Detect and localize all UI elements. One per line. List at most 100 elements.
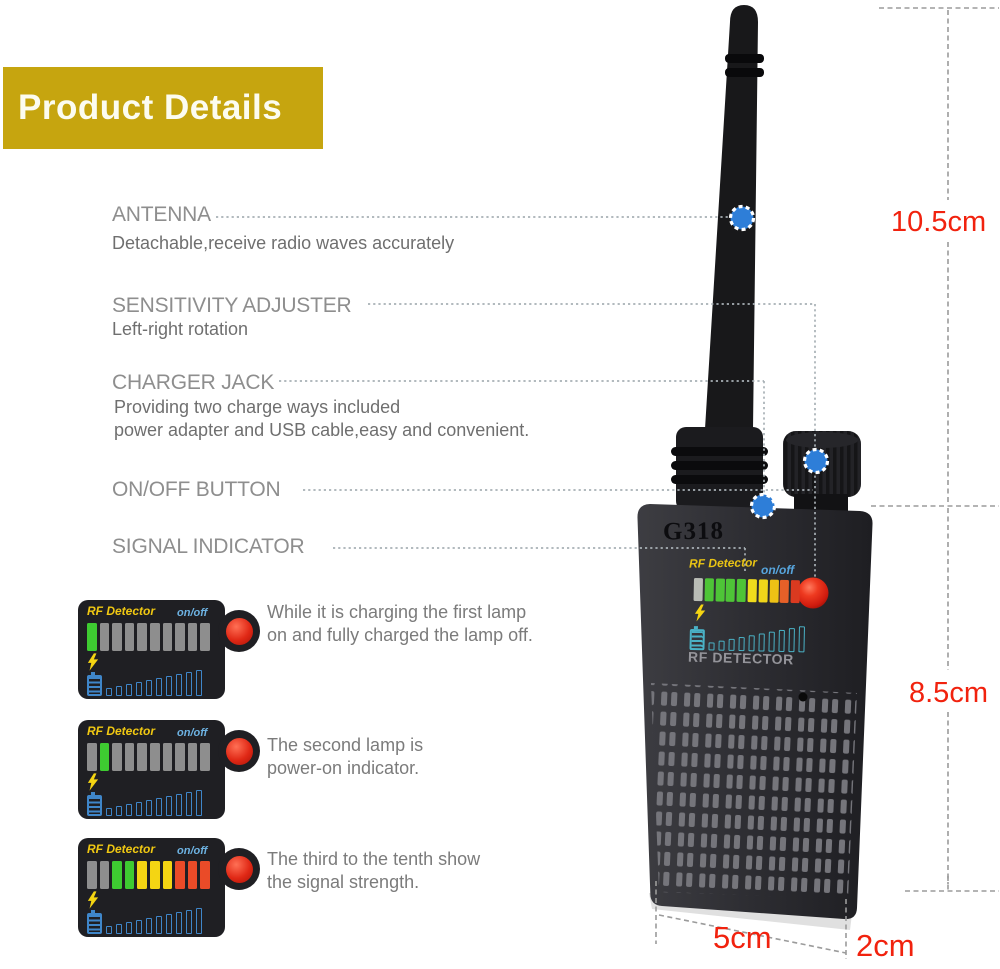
meter-steps bbox=[106, 670, 202, 696]
charger-jack-desc-line2: power adapter and USB cable,easy and con… bbox=[114, 420, 530, 440]
led-segment bbox=[149, 743, 160, 771]
meter-steps bbox=[106, 908, 202, 934]
meter-step bbox=[106, 808, 112, 816]
antenna-marker bbox=[728, 204, 756, 232]
device-front-label: RF DETECTOR bbox=[687, 648, 795, 668]
indicator-panel-charging: RF Detector on/off bbox=[78, 600, 260, 699]
led-segment bbox=[175, 861, 185, 889]
led-segment bbox=[200, 743, 210, 771]
meter-step bbox=[196, 908, 202, 934]
led-segment bbox=[736, 578, 747, 603]
led-segment bbox=[137, 743, 147, 771]
note-line: power-on indicator. bbox=[267, 758, 420, 778]
speaker-grille bbox=[651, 683, 857, 899]
led-segment bbox=[200, 623, 210, 651]
meter-steps bbox=[106, 790, 202, 816]
note-line: The second lamp is bbox=[267, 735, 424, 755]
charging-bolt-icon bbox=[87, 653, 99, 676]
led-segment bbox=[99, 743, 110, 771]
led-segment bbox=[187, 743, 198, 771]
dimension-body-height: 8.5cm bbox=[909, 677, 988, 709]
device-meter-steps bbox=[708, 624, 805, 653]
led-segment bbox=[149, 861, 160, 889]
meter-step bbox=[166, 914, 172, 934]
note-line: on and fully charged the lamp off. bbox=[267, 625, 533, 645]
meter-step bbox=[146, 918, 152, 934]
signal-indicator-label: SIGNAL INDICATOR bbox=[112, 535, 305, 558]
led-segment bbox=[769, 579, 779, 603]
banner-title: Product Details bbox=[18, 88, 283, 127]
led-segment bbox=[747, 579, 757, 603]
battery-icon bbox=[87, 672, 102, 696]
meter-step bbox=[176, 674, 182, 696]
meter-step bbox=[136, 682, 142, 696]
meter-step bbox=[166, 796, 172, 816]
led-segment bbox=[87, 861, 97, 889]
led-segment bbox=[187, 861, 198, 889]
panel-brand-text: RF Detector bbox=[87, 724, 156, 738]
product-details-banner: Product Details bbox=[3, 67, 323, 149]
device-led-bar bbox=[693, 578, 801, 604]
led-segment bbox=[693, 578, 703, 602]
led-segment bbox=[149, 623, 160, 651]
mic-hole bbox=[798, 692, 808, 702]
meter-step bbox=[156, 798, 162, 816]
note-line: The third to the tenth show bbox=[267, 849, 481, 869]
battery-icon bbox=[87, 792, 102, 816]
meter-step bbox=[748, 635, 755, 652]
battery-icon bbox=[87, 910, 102, 934]
device-charging-bolt-icon bbox=[694, 604, 706, 627]
led-segment bbox=[162, 623, 173, 651]
led-segment bbox=[175, 623, 185, 651]
charging-bolt-icon bbox=[87, 773, 99, 796]
led-segment bbox=[200, 861, 210, 889]
onoff-button-label: ON/OFF BUTTON bbox=[112, 478, 281, 501]
meter-step bbox=[116, 806, 122, 816]
device-battery-icon bbox=[689, 628, 705, 651]
meter-step bbox=[126, 684, 132, 696]
device-onoff-text: on/off bbox=[761, 563, 795, 577]
dimension-antenna-height: 10.5cm bbox=[891, 206, 987, 238]
battery-meter bbox=[87, 670, 202, 696]
note-power: The second lamp is power-on indicator. bbox=[267, 734, 423, 780]
battery-meter bbox=[87, 908, 202, 934]
meter-step bbox=[196, 670, 202, 696]
indicator-panel-signal: RF Detector on/off bbox=[78, 838, 260, 937]
meter-step bbox=[126, 804, 132, 816]
led-segment bbox=[187, 623, 198, 651]
panel-onoff-text: on/off bbox=[177, 727, 208, 739]
panel-led-bar bbox=[87, 623, 210, 651]
meter-step bbox=[176, 912, 182, 934]
led-segment bbox=[790, 580, 801, 604]
meter-step bbox=[196, 790, 202, 816]
led-segment bbox=[99, 861, 110, 889]
meter-step bbox=[146, 680, 152, 696]
sensitivity-knob bbox=[783, 431, 861, 514]
dimension-body-width: 5cm bbox=[713, 920, 772, 955]
antenna-desc: Detachable,receive radio waves accuratel… bbox=[112, 233, 455, 253]
panel-led-bar bbox=[87, 743, 210, 771]
note-line: the signal strength. bbox=[267, 872, 420, 892]
led-segment bbox=[124, 743, 135, 771]
meter-step bbox=[166, 676, 172, 696]
onoff-button bbox=[797, 577, 829, 609]
charging-bolt-icon bbox=[87, 891, 99, 914]
meter-step bbox=[156, 916, 162, 934]
meter-step bbox=[176, 794, 182, 816]
led-segment bbox=[112, 623, 122, 651]
led-segment bbox=[715, 578, 725, 602]
sensitivity-label: SENSITIVITY ADJUSTER bbox=[112, 294, 352, 317]
led-segment bbox=[779, 579, 790, 603]
led-segment bbox=[175, 743, 185, 771]
led-segment bbox=[87, 623, 97, 651]
antenna-label: ANTENNA bbox=[112, 203, 211, 226]
device-rf-detector-text: RF Detector bbox=[688, 555, 758, 571]
meter-step bbox=[156, 678, 162, 696]
charger-jack-desc-line1: Providing two charge ways included bbox=[114, 397, 401, 417]
device-model-text: G318 bbox=[662, 517, 725, 546]
battery-meter bbox=[87, 790, 202, 816]
led-segment bbox=[725, 578, 736, 602]
led-segment bbox=[758, 579, 768, 603]
